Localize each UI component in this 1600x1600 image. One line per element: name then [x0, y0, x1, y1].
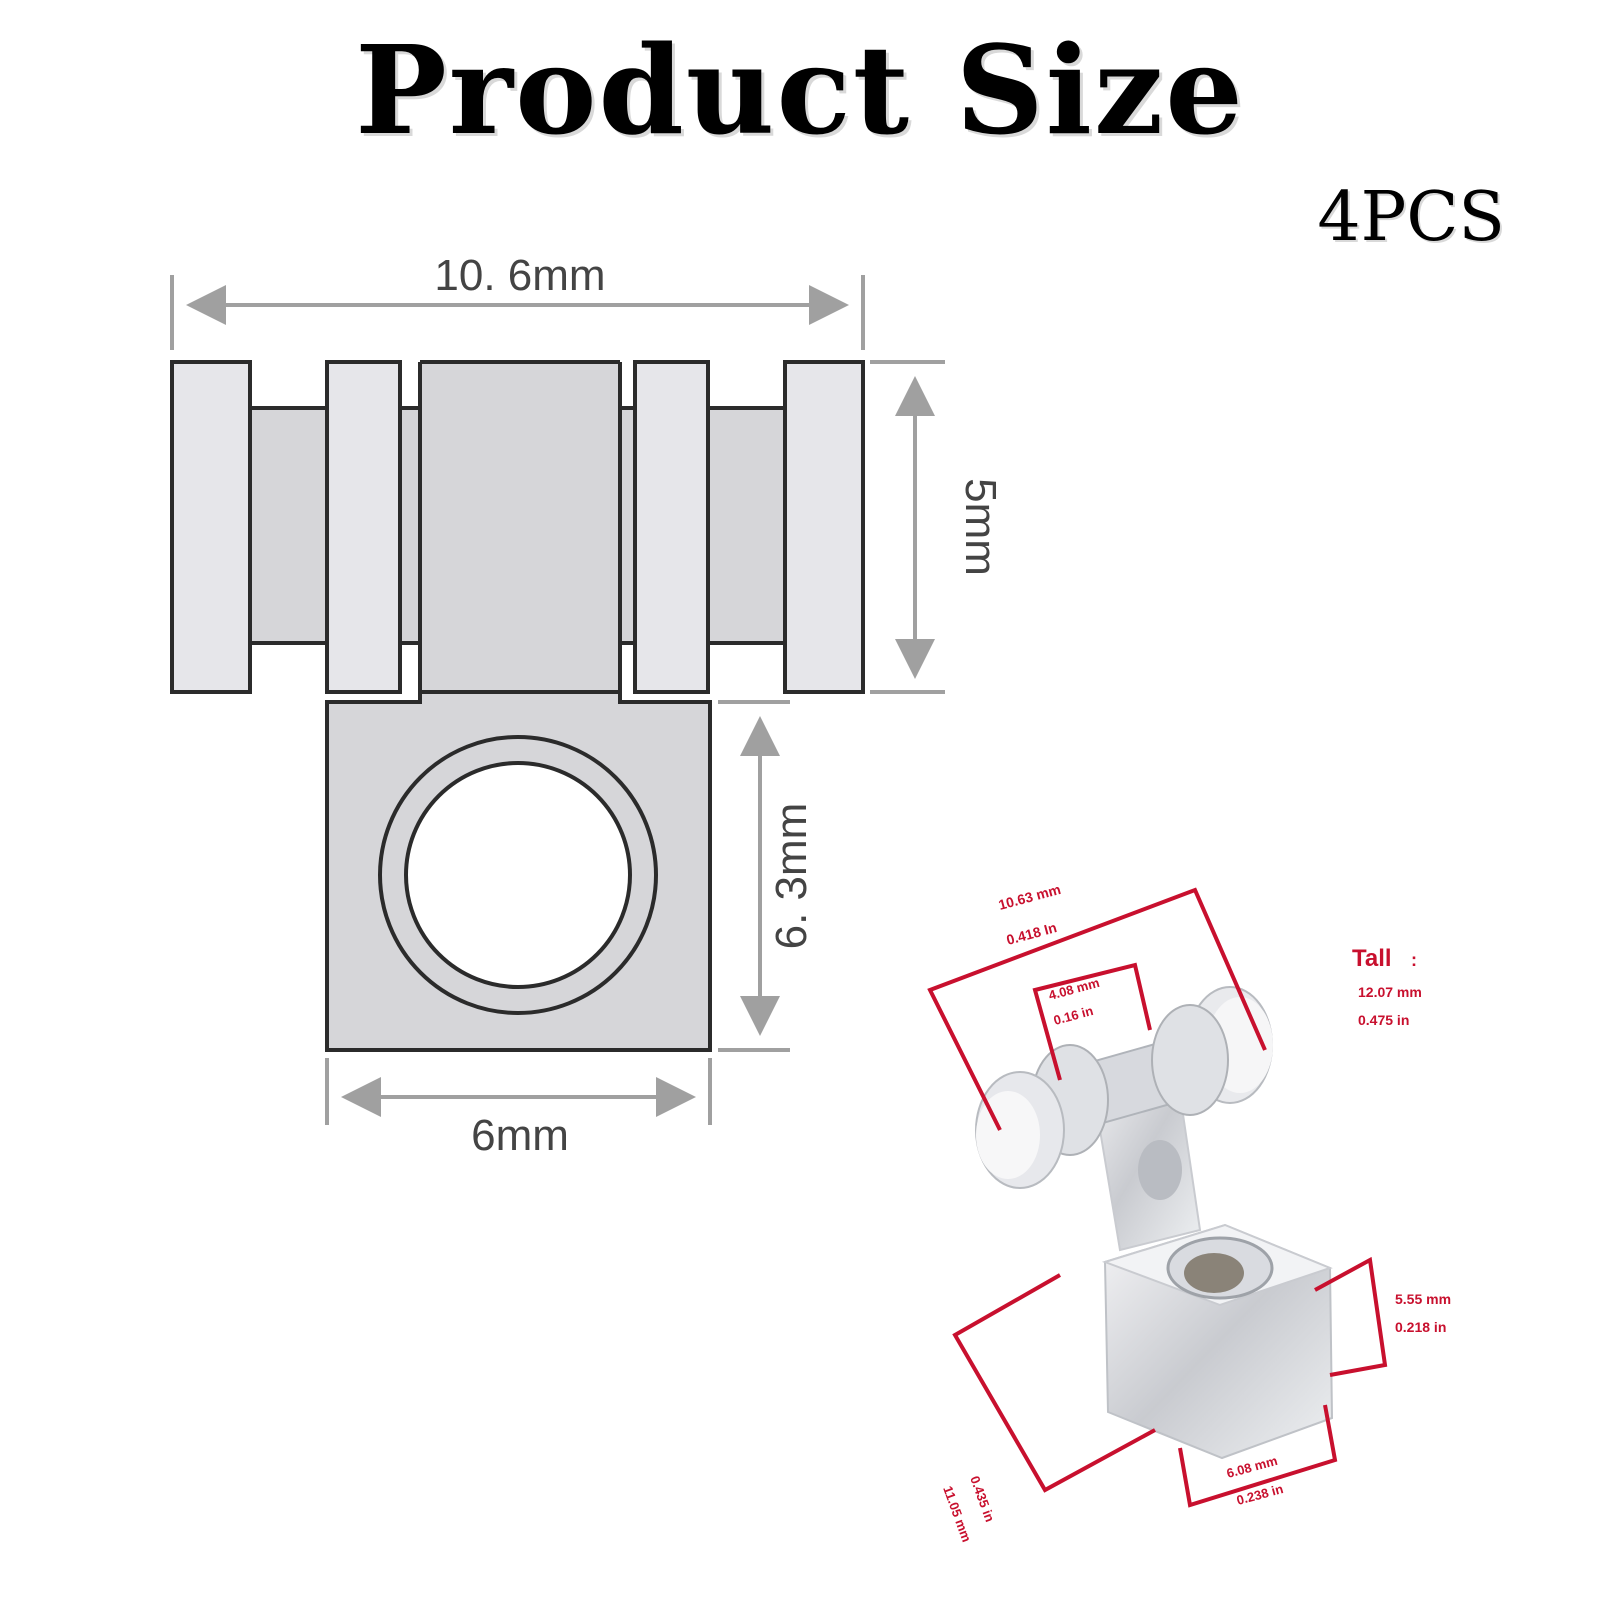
- height-top-label: 5mm: [956, 478, 1005, 576]
- dimension-lines: [170, 275, 945, 1125]
- upright: [420, 362, 620, 692]
- wheel-outer-left: [170, 360, 252, 694]
- length-mm-label: 10.63 mm: [997, 881, 1063, 913]
- hole: [404, 761, 632, 989]
- tall-colon: :: [1411, 950, 1417, 970]
- base-width-label: 6mm: [471, 1111, 569, 1160]
- tall-heading: Tall: [1352, 945, 1392, 972]
- saddle-photo: [975, 986, 1334, 1460]
- wheel-outer-right: [783, 360, 865, 694]
- tall-mm-label: 12.07 mm: [1358, 984, 1422, 1000]
- base-mm-label: 6.08 mm: [1225, 1453, 1279, 1481]
- height-bottom-label: 6. 3mm: [767, 803, 816, 950]
- red-dimension-lines: [927, 887, 1388, 1508]
- wheel-inner-left: [325, 360, 402, 694]
- saddle-drawing: [170, 360, 865, 1052]
- width-label: 10. 6mm: [434, 251, 605, 300]
- side-mm-label: 5.55 mm: [1395, 1291, 1451, 1307]
- side-in-label: 0.218 in: [1395, 1319, 1446, 1335]
- wheel-inner-right: [633, 360, 710, 694]
- depth-in-label: 0.435 in: [967, 1474, 997, 1524]
- depth-mm-label: 11.05 mm: [940, 1484, 974, 1544]
- page-title: Product Size: [355, 18, 1245, 162]
- mid-in-label: 0.16 in: [1052, 1003, 1095, 1028]
- quantity-label: 4PCS: [1317, 178, 1505, 257]
- tall-in-label: 0.475 in: [1358, 1012, 1409, 1028]
